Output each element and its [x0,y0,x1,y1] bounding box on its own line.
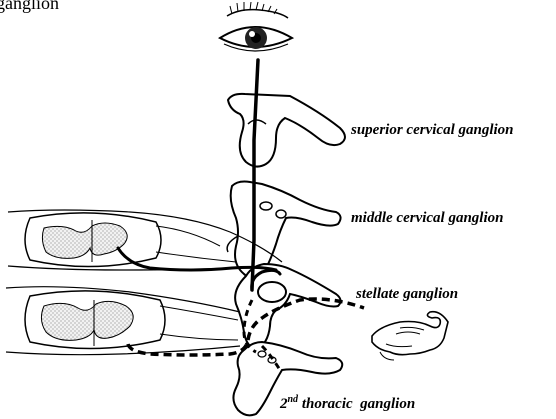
stellate-ganglion-label: stellate ganglion [356,287,458,302]
superior-cervical-ganglion-shape [228,94,345,167]
hand-icon [372,312,448,360]
middle-cervical-ganglion-label: middle cervical ganglion [351,211,503,226]
thoracic-label-text: thoracic ganglion [298,396,415,412]
spinal-cord-section-lower [6,287,240,355]
middle-cervical-ganglion-shape [227,182,340,279]
thoracic-ordinal-suffix: nd [288,394,299,405]
superior-cervical-ganglion-label: superior cervical ganglion [351,123,514,138]
thoracic-ordinal-number: 2 [280,396,288,412]
thoracic-ganglion-label: 2nd thoracic ganglion [280,395,415,412]
eye-icon [220,2,292,51]
